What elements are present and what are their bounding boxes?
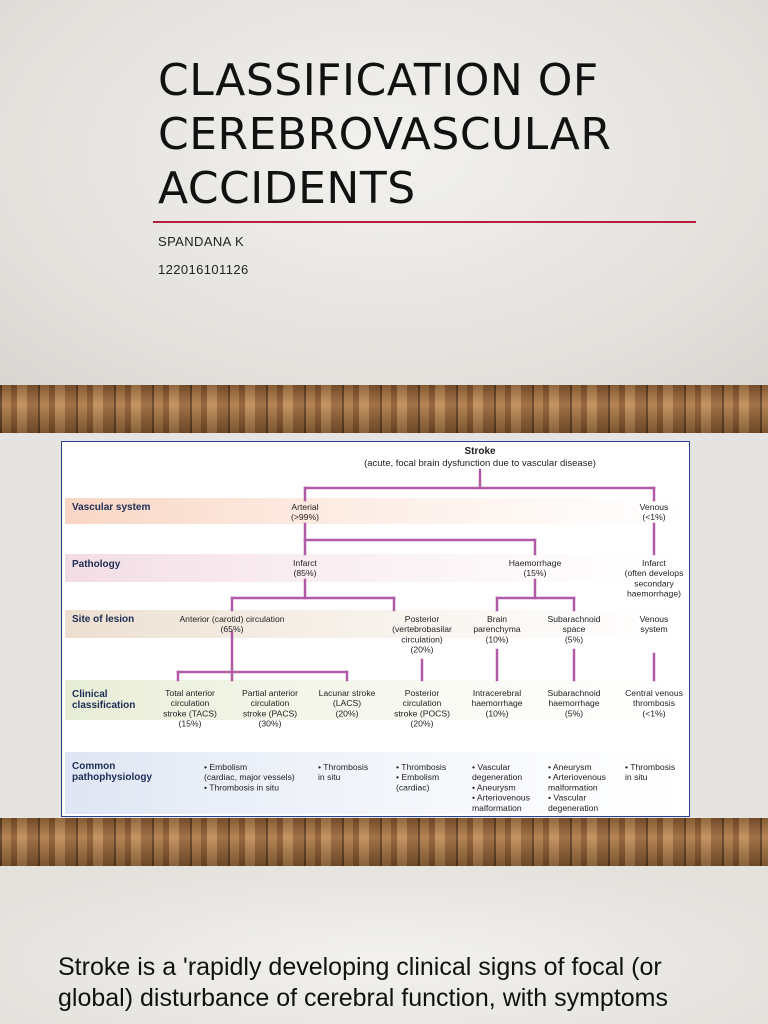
node-anterior: Anterior (carotid) circulation xyxy=(179,614,284,624)
node-arterial: (>99%) xyxy=(291,512,319,522)
node-pocs: stroke (POCS) xyxy=(394,708,450,718)
node-brain: (10%) xyxy=(486,634,509,644)
node-pocs: Posterior xyxy=(405,688,440,698)
patho-col5: • Arteriovenous xyxy=(548,772,606,782)
row-band-4 xyxy=(65,680,686,720)
patho-col1: (cardiac, major vessels) xyxy=(204,772,295,782)
patho-col1: • Embolism xyxy=(204,762,247,772)
node-tacs: stroke (TACS) xyxy=(163,708,217,718)
patho-col5: • Vascular xyxy=(548,793,586,803)
node-haemorrhage: (15%) xyxy=(524,568,547,578)
patho-col5: malformation xyxy=(548,782,598,792)
row-label-5: Common xyxy=(72,761,115,772)
node-infarct: Infarct xyxy=(293,558,317,568)
patho-col3: • Embolism xyxy=(396,772,439,782)
row-label-2: Pathology xyxy=(72,559,121,570)
wood-divider-bottom xyxy=(0,818,768,866)
row-label-5: pathophysiology xyxy=(72,772,152,783)
node-pacs: (30%) xyxy=(259,719,282,729)
patho-col6: • Thrombosis xyxy=(625,762,675,772)
title-slide: CLASSIFICATION OF CEREBROVASCULAR ACCIDE… xyxy=(0,0,768,385)
node-pocs: circulation xyxy=(403,698,442,708)
title-line-3: ACCIDENTS xyxy=(158,163,416,214)
patho-col4: • Vascular xyxy=(472,762,510,772)
row-band-2 xyxy=(65,554,686,582)
node-cvt: (<1%) xyxy=(642,708,665,718)
node-infarct: (85%) xyxy=(294,568,317,578)
node-arterial: Arterial xyxy=(291,502,318,512)
patho-col4: • Aneurysm xyxy=(472,782,516,792)
node-posterior: circulation) xyxy=(401,634,443,644)
node-lacs: Lacunar stroke xyxy=(319,688,376,698)
node-pacs: stroke (PACS) xyxy=(243,708,297,718)
root-title: Stroke xyxy=(464,446,496,457)
root-subtitle: (acute, focal brain dysfunction due to v… xyxy=(364,458,596,469)
node-tacs: Total anterior xyxy=(165,688,215,698)
node-venous-system: Venous xyxy=(640,614,669,624)
node-posterior: (vertebrobasilar xyxy=(392,624,452,634)
node-venous-infarct: secondary xyxy=(634,578,674,588)
wood-divider-top xyxy=(0,385,768,433)
patho-col4: malformation xyxy=(472,803,522,813)
node-pacs: Partial anterior xyxy=(242,688,298,698)
node-venous: Venous xyxy=(640,502,669,512)
patho-col2: • Thrombosis xyxy=(318,762,368,772)
node-venous-infarct: Infarct xyxy=(642,558,666,568)
node-subarachnoid: (5%) xyxy=(565,634,583,644)
node-sah: Subarachnoid xyxy=(547,688,600,698)
node-sah: (5%) xyxy=(565,708,583,718)
node-posterior: (20%) xyxy=(411,645,434,655)
node-ich: (10%) xyxy=(486,708,509,718)
author-name: SPANDANA K xyxy=(158,234,245,249)
node-cvt: thrombosis xyxy=(633,698,675,708)
patho-col4: degeneration xyxy=(472,772,522,782)
node-lacs: (LACS) xyxy=(333,698,361,708)
patho-col4: • Arteriovenous xyxy=(472,793,530,803)
node-haemorrhage: Haemorrhage xyxy=(509,558,562,568)
patho-col5: • Aneurysm xyxy=(548,762,592,772)
row-band-1 xyxy=(65,498,686,524)
patho-col6: in situ xyxy=(625,772,648,782)
row-band-3 xyxy=(65,610,686,638)
definition-text: Stroke is a 'rapidly developing clinical… xyxy=(58,953,669,1012)
node-pocs: (20%) xyxy=(411,719,434,729)
node-sah: haemorrhage xyxy=(548,698,599,708)
node-subarachnoid: space xyxy=(563,624,586,634)
node-anterior: (65%) xyxy=(221,624,244,634)
node-venous-infarct: (often develops xyxy=(625,568,684,578)
node-pacs: circulation xyxy=(251,698,290,708)
node-ich: haemorrhage xyxy=(471,698,522,708)
title-line-2: CEREBROVASCULAR xyxy=(158,109,612,160)
node-ich: Intracerebral xyxy=(473,688,521,698)
row-label-4: classification xyxy=(72,700,135,711)
node-cvt: Central venous xyxy=(625,688,683,698)
patho-col2: in situ xyxy=(318,772,341,782)
node-tacs: (15%) xyxy=(179,719,202,729)
node-venous-infarct: haemorrhage) xyxy=(627,589,681,599)
row-band-5 xyxy=(65,752,686,814)
node-posterior: Posterior xyxy=(405,614,440,624)
node-venous-system: system xyxy=(640,624,667,634)
patho-col1: • Thrombosis in situ xyxy=(204,782,279,792)
patho-col3: • Thrombosis xyxy=(396,762,446,772)
title-line-1: CLASSIFICATION OF xyxy=(158,55,599,106)
node-venous: (<1%) xyxy=(642,512,665,522)
node-brain: Brain xyxy=(487,614,507,624)
node-lacs: (20%) xyxy=(336,708,359,718)
row-label-3: Site of lesion xyxy=(72,614,134,625)
author-id: 122016101126 xyxy=(158,262,249,277)
node-subarachnoid: Subarachnoid xyxy=(547,614,600,624)
patho-col3: (cardiac) xyxy=(396,782,430,792)
slide-title: CLASSIFICATION OF CEREBROVASCULAR ACCIDE… xyxy=(158,54,738,216)
patho-col5: degeneration xyxy=(548,803,598,813)
row-label-1: Vascular system xyxy=(72,502,150,513)
title-divider xyxy=(153,221,696,223)
node-brain: parenchyma xyxy=(473,624,521,634)
row-label-4: Clinical xyxy=(72,689,108,700)
definition-slide: Stroke is a 'rapidly developing clinical… xyxy=(0,866,768,1024)
node-tacs: circulation xyxy=(171,698,210,708)
